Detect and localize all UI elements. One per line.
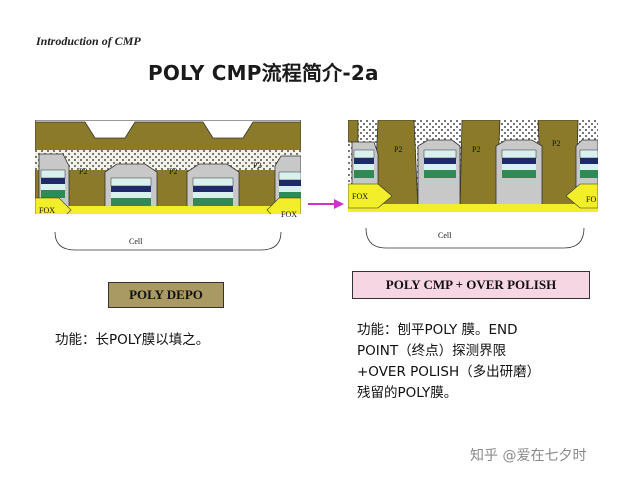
gate-stack [38, 153, 70, 213]
slide-title: POLY CMP流程简介-2a [148, 61, 379, 85]
poly-cmp-description: 功能：刨平POLY 膜。END POINT（终点）探测界限 +OVER POLI… [357, 320, 607, 404]
label-fox: FOX [352, 192, 368, 201]
label-p2: P2 [79, 167, 87, 176]
description-line: 残留的POLY膜。 [357, 385, 458, 401]
section-header: Introduction of CMP [36, 34, 141, 48]
label-fox: FOX [281, 210, 297, 219]
process-arrow-icon [308, 199, 344, 209]
description-line: +OVER POLISH（多出研磨） [357, 364, 541, 380]
poly-depo-diagram: P2 P2 P2 FOX FOX Cell [35, 120, 301, 255]
gate-stack [186, 163, 240, 213]
label-cell: Cell [129, 237, 143, 246]
label-fox: FOX [39, 206, 55, 215]
label-fox: FO [586, 195, 596, 204]
watermark: 知乎 @爱在七夕时 [470, 448, 587, 464]
label-p2: P2 [253, 161, 261, 170]
description-line: 功能：刨平POLY 膜。END [357, 322, 518, 338]
gate-stack [417, 139, 461, 213]
gate-stack [104, 163, 158, 213]
label-p2: P2 [472, 145, 480, 154]
poly-depo-caption: POLY DEPO [108, 282, 224, 308]
label-p2: P2 [169, 167, 177, 176]
description-line: POINT（终点）探测界限 [357, 343, 507, 359]
label-p2: P2 [552, 139, 560, 148]
poly-depo-description: 功能：长POLY膜以填之。 [55, 332, 210, 348]
label-p2: P2 [394, 145, 402, 154]
poly-cmp-caption: POLY CMP + OVER POLISH [352, 271, 590, 299]
gate-stack [495, 139, 543, 213]
poly-cmp-diagram: P2 P2 P2 FOX FO Cell [348, 120, 598, 255]
label-cell: Cell [438, 231, 452, 240]
